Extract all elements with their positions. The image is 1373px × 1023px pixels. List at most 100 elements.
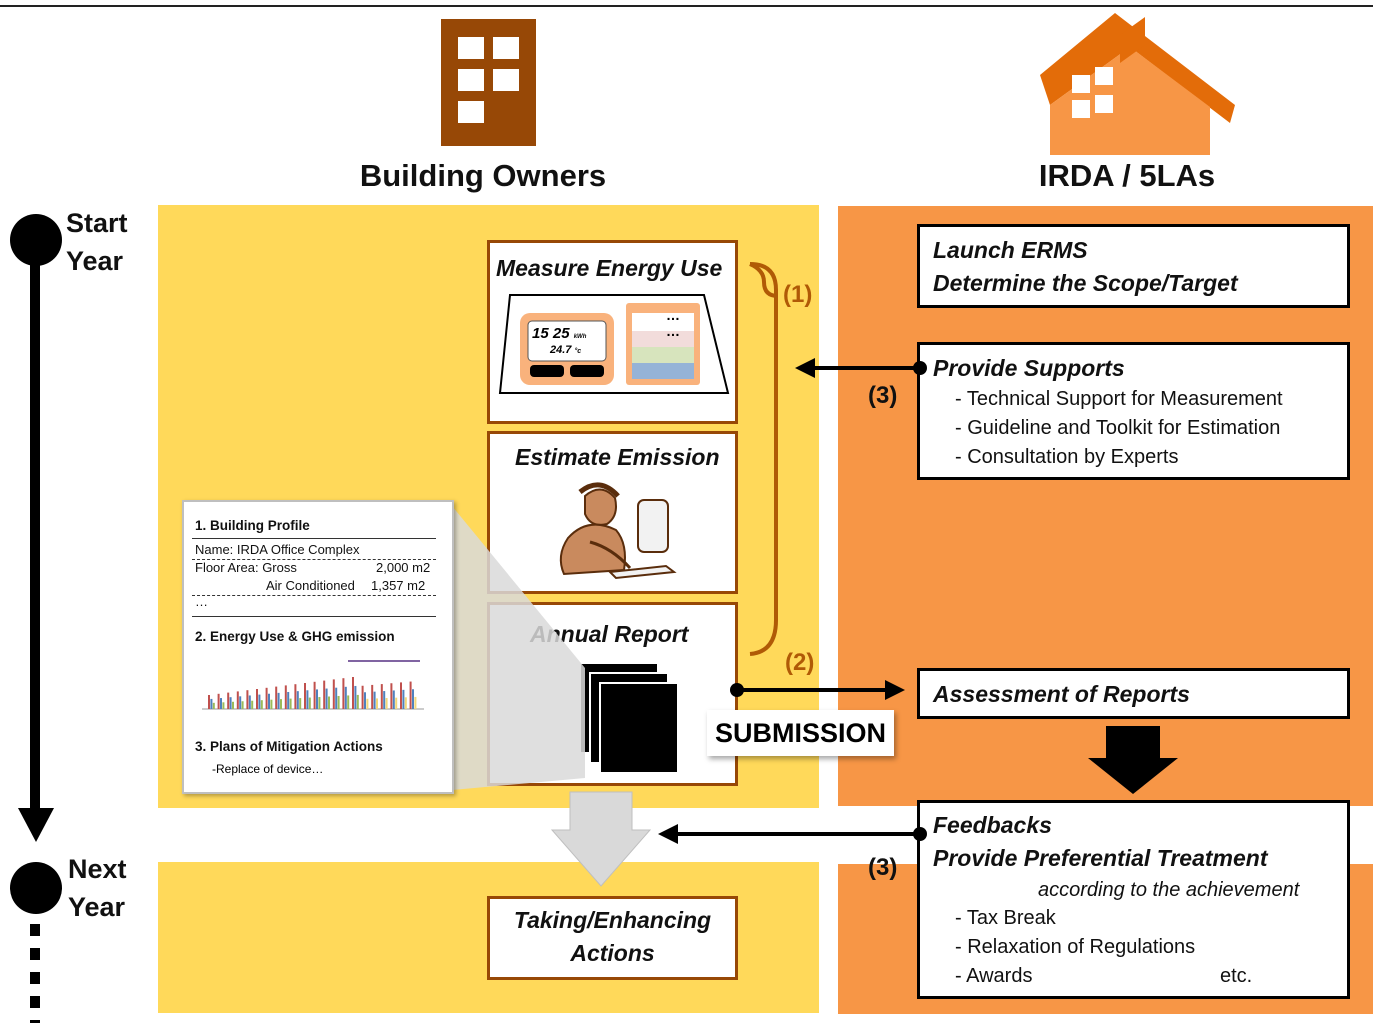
mini-chart-bar xyxy=(306,690,309,709)
mini-chart-bar xyxy=(332,679,335,709)
report-air-conditioned: Air Conditioned xyxy=(266,578,355,593)
mini-chart-bar xyxy=(280,699,282,709)
mini-chart-bar xyxy=(344,686,347,709)
mini-chart-bar xyxy=(212,702,215,709)
report-mini-chart xyxy=(202,660,424,710)
mini-chart-bar xyxy=(337,695,340,709)
launch-erms-box: Launch ERMS Determine the Scope/Target xyxy=(917,224,1350,308)
report-floor-area: Floor Area: Gross xyxy=(195,560,297,575)
mini-chart-bar xyxy=(383,691,386,709)
feedback-item-2: - Relaxation of Regulations xyxy=(955,936,1196,958)
person-at-computer-illustration xyxy=(559,482,677,580)
mini-chart-bar xyxy=(287,692,290,709)
top-rule xyxy=(0,5,1373,7)
estimate-emission-box: Estimate Emission xyxy=(487,431,738,594)
mini-chart-bar xyxy=(376,698,378,709)
feedback-item-3: - Awards xyxy=(955,965,1033,987)
mini-chart-bar xyxy=(318,697,321,709)
mini-chart-bar xyxy=(316,689,318,709)
report-dotted-rule-2 xyxy=(192,595,436,596)
meter-temp: 24.7 °c xyxy=(550,344,582,356)
mini-chart-bar xyxy=(270,699,273,709)
mini-chart-bar xyxy=(227,692,230,709)
mini-chart-bar xyxy=(404,697,407,709)
mini-chart-bar xyxy=(294,684,297,709)
mini-chart-bar xyxy=(277,692,280,709)
report-section-3: 3. Plans of Mitigation Actions xyxy=(195,739,383,754)
mini-chart-bar xyxy=(352,677,354,709)
mini-chart-bar xyxy=(296,691,299,709)
building-owners-heading: Building Owners xyxy=(359,158,607,193)
brace-bracket xyxy=(749,262,779,656)
mini-chart-bar xyxy=(217,693,220,709)
timeline-arrowhead xyxy=(18,808,54,842)
mini-chart-bar xyxy=(347,695,350,709)
launch-erms-line2: Determine the Scope/Target xyxy=(933,270,1238,296)
mini-chart-bar xyxy=(412,689,414,709)
feedbacks-line3: according to the achievement xyxy=(1038,879,1300,901)
mini-chart-bar xyxy=(289,698,292,709)
mini-chart-bar xyxy=(232,701,234,709)
mini-chart-bar xyxy=(325,688,328,709)
taking-actions-line1: Taking/Enhancing xyxy=(513,907,712,933)
taking-actions-box: Taking/Enhancing Actions xyxy=(487,896,738,980)
mini-chart-bar xyxy=(354,685,357,709)
mini-chart-bar xyxy=(208,695,210,709)
mini-chart-bar xyxy=(246,690,249,709)
report-rule xyxy=(192,538,436,539)
measure-energy-box: Measure Energy Use 15 25 kWh 24.7 °c … … xyxy=(487,240,738,424)
mini-chart-bar xyxy=(308,697,311,709)
launch-erms-line1: Launch ERMS xyxy=(933,237,1088,263)
mini-chart-bar xyxy=(284,685,287,709)
report-dotted-rule xyxy=(192,559,436,560)
feedback-item-1: - Tax Break xyxy=(955,907,1056,929)
mini-chart-bar xyxy=(402,689,405,709)
display-dots-2: … xyxy=(666,323,680,339)
step-2-marker: (2) xyxy=(785,649,815,676)
report-ellipsis: … xyxy=(195,594,208,609)
assessment-box: Assessment of Reports xyxy=(917,668,1350,719)
mini-chart-bar xyxy=(385,698,388,709)
document-stack-icon xyxy=(579,662,679,774)
report-air-value: 1,357 m2 xyxy=(371,578,426,593)
mini-chart-bar xyxy=(313,681,316,709)
step-3-marker-feedbacks: (3) xyxy=(868,854,898,881)
mini-chart-bar xyxy=(361,685,364,709)
report-callout-shade xyxy=(452,506,585,790)
mini-chart-bar xyxy=(299,698,302,709)
energy-meter-illustration xyxy=(498,294,730,394)
mini-chart-bar xyxy=(256,689,258,709)
mini-chart-bar xyxy=(414,696,417,709)
timeline-dashes xyxy=(30,900,40,1023)
mini-chart-bar xyxy=(251,700,254,709)
provide-supports-box: Provide Supports - Technical Support for… xyxy=(917,342,1350,480)
mini-chart-bar xyxy=(220,698,222,709)
assessment-down-arrow xyxy=(1088,726,1178,794)
report-gross-value: 2,000 m2 xyxy=(376,560,431,575)
mini-chart-bar xyxy=(395,697,398,709)
report-section-2: 2. Energy Use & GHG emission xyxy=(195,629,395,644)
step-1-marker: (1) xyxy=(783,281,813,308)
meter-readout: 15 25 kWh xyxy=(532,325,587,342)
mini-chart-bar xyxy=(390,683,393,709)
report-rule-2 xyxy=(192,616,436,617)
mini-chart-bar xyxy=(373,691,376,709)
estimate-emission-title: Estimate Emission xyxy=(515,444,720,470)
mini-chart-bar xyxy=(210,698,213,709)
start-year-label: Start Year xyxy=(66,208,128,276)
mini-chart-bar xyxy=(400,682,402,709)
timeline-line xyxy=(30,250,40,810)
report-section-3-item: -Replace of device… xyxy=(212,762,324,776)
mini-chart-bar xyxy=(260,700,263,709)
mini-chart-bar xyxy=(236,691,239,709)
mini-chart-bar xyxy=(409,681,412,709)
step-3-marker-supports: (3) xyxy=(868,382,898,409)
assessment-title: Assessment of Reports xyxy=(933,681,1190,707)
mini-chart-bar xyxy=(275,686,278,709)
mini-chart-bar xyxy=(342,678,345,709)
mini-chart-bar xyxy=(222,702,225,709)
mini-chart-bar xyxy=(356,694,359,709)
mini-chart-bar xyxy=(258,694,261,709)
support-item-3: - Consultation by Experts xyxy=(955,446,1179,468)
provide-supports-title: Provide Supports xyxy=(933,355,1125,381)
